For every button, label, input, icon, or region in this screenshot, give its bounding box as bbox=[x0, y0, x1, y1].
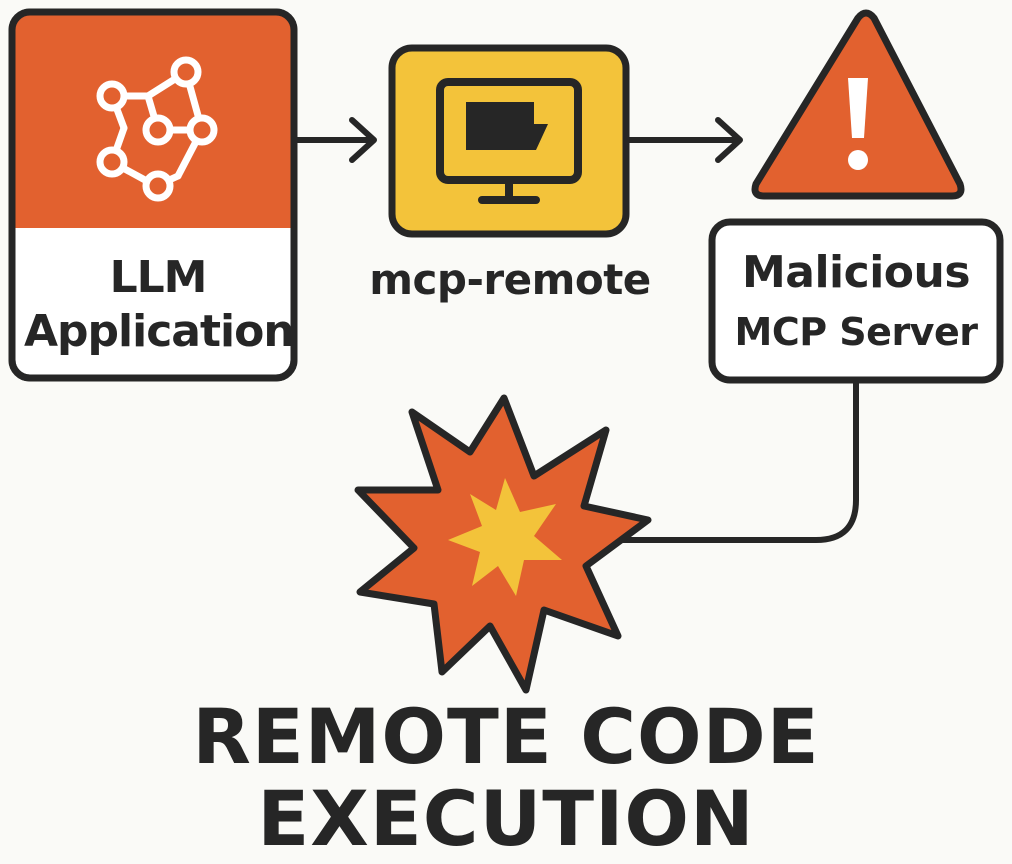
warning-triangle-icon bbox=[751, 9, 965, 200]
connector-server-to-explosion bbox=[597, 377, 859, 543]
llm-application-box bbox=[8, 8, 298, 382]
monitor-icon bbox=[436, 78, 582, 204]
explosion-icon bbox=[354, 394, 652, 694]
result-title-line1: REMOTE CODE bbox=[192, 692, 820, 781]
result-title-line2: EXECUTION bbox=[257, 774, 755, 863]
mcp-remote-label: mcp-remote bbox=[369, 255, 651, 304]
llm-application-label-line1: LLM bbox=[109, 252, 208, 303]
mcp-remote-box bbox=[388, 44, 630, 238]
network-graph-icon bbox=[96, 56, 218, 202]
arrow-llm-to-mcp-remote bbox=[293, 117, 377, 163]
llm-application-label-line2: Application bbox=[24, 306, 295, 357]
malicious-server-label-line1: Malicious bbox=[741, 247, 971, 298]
malicious-server-label-line2: MCP Server bbox=[734, 310, 978, 354]
arrow-mcp-remote-to-malicious-server bbox=[625, 117, 743, 163]
